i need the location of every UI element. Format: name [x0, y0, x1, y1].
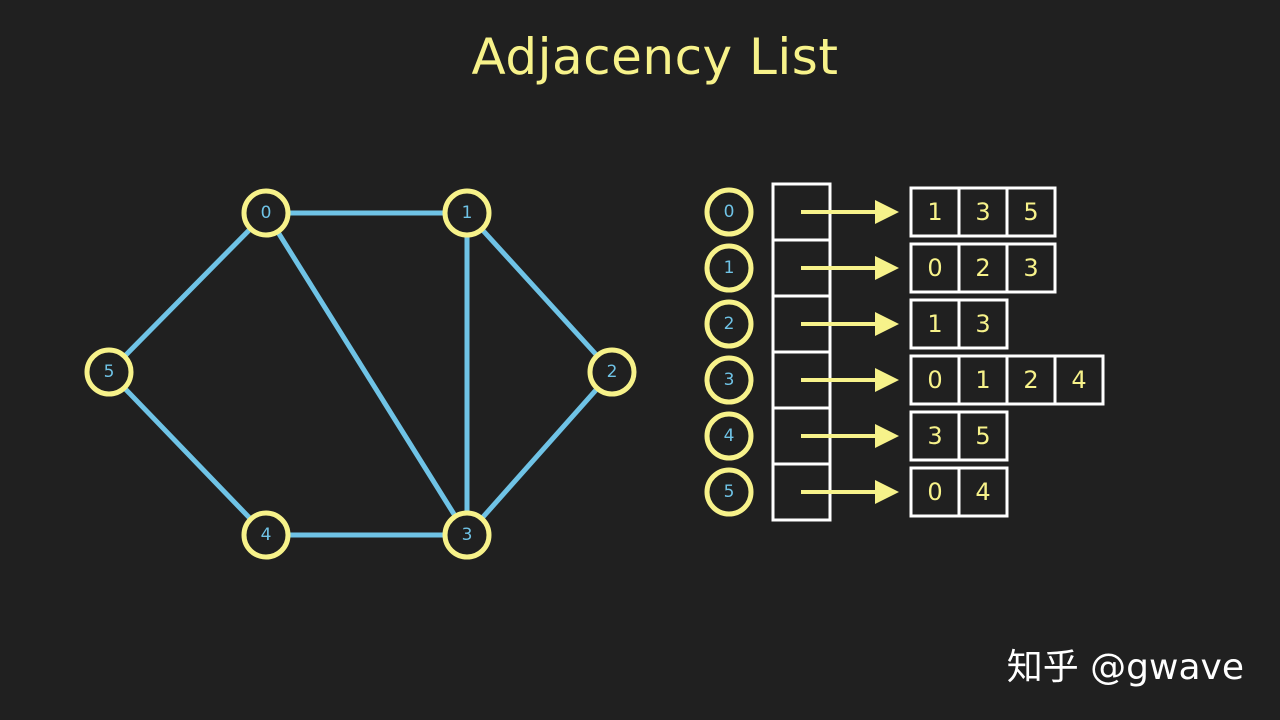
graph-node-1: 1	[442, 188, 492, 238]
vertex-index-label: 4	[724, 426, 735, 446]
neighbor-value: 1	[927, 198, 942, 226]
graph-edge-1-2	[465, 211, 614, 374]
vertex-index-circle	[704, 243, 754, 293]
graph-node-label: 2	[607, 362, 618, 382]
adjacency-row-1: 1 0 2 3	[704, 242, 1057, 294]
neighbor-value: 4	[975, 478, 990, 506]
vertex-index-circle	[704, 299, 754, 349]
vertex-index-circle	[704, 467, 754, 517]
neighbor-value: 3	[975, 198, 990, 226]
graph-node-0: 0	[241, 188, 291, 238]
adjacency-row-3: 3 0 1 2 4	[704, 354, 1105, 406]
graph-node-2: 2	[587, 347, 637, 397]
adjacency-row-4: 4 3 5	[704, 410, 1009, 462]
vertex-index-label: 5	[724, 482, 735, 502]
neighbor-value: 5	[975, 422, 990, 450]
graph-node-label: 3	[462, 525, 473, 545]
neighbor-value: 2	[975, 254, 990, 282]
neighbor-value: 0	[927, 254, 942, 282]
graph-node-4: 4	[241, 510, 291, 560]
graph-edge-2-3	[465, 370, 614, 537]
page-title: Adjacency List	[471, 28, 839, 86]
graph-node-circle	[241, 188, 291, 238]
neighbor-value: 5	[1023, 198, 1038, 226]
neighbor-cell	[1005, 242, 1057, 294]
graph-edge-4-5	[107, 370, 268, 537]
neighbor-cell	[1005, 186, 1057, 238]
vertex-index-circle	[704, 411, 754, 461]
neighbor-value: 3	[975, 310, 990, 338]
graph-node-label: 1	[462, 203, 473, 223]
graph-node-circle	[442, 188, 492, 238]
adjacency-array	[771, 182, 832, 522]
neighbor-value: 0	[927, 478, 942, 506]
graph-edge-0-5	[107, 211, 268, 374]
graph-node-circle	[241, 510, 291, 560]
neighbor-value: 3	[1023, 254, 1038, 282]
graph-node-circle	[84, 347, 134, 397]
neighbor-cell	[957, 466, 1009, 518]
graph-node-circle	[442, 510, 492, 560]
neighbor-value: 2	[1023, 366, 1038, 394]
vertex-index-label: 0	[724, 202, 735, 222]
neighbor-cell	[957, 298, 1009, 350]
graph-node-5: 5	[84, 347, 134, 397]
graph-edge-0-3	[263, 211, 470, 537]
graph-node-circle	[587, 347, 637, 397]
graph-node-label: 4	[261, 525, 272, 545]
vertex-index-label: 2	[724, 314, 735, 334]
graph-node-label: 0	[261, 203, 272, 223]
vertex-index-circle	[704, 355, 754, 405]
vertex-index-label: 3	[724, 370, 735, 390]
watermark: 知乎 @gwave	[1006, 647, 1244, 688]
vertex-index-circle	[704, 187, 754, 237]
neighbor-value: 4	[1071, 366, 1086, 394]
adjacency-row-0: 0 1 3 5	[704, 186, 1057, 238]
neighbor-value: 3	[927, 422, 942, 450]
neighbor-value: 1	[927, 310, 942, 338]
adjacency-row-5: 5 0 4	[704, 466, 1009, 518]
graph-nodes: 0 1 2 3 4 5	[84, 188, 637, 560]
neighbor-value: 1	[975, 366, 990, 394]
adjacency-row-2: 2 1 3	[704, 298, 1009, 350]
adjacency-rows: 0 1 3 5 1 0 2 3 2 1 3 3 0 1 2 4 4 3 5 5 0 4	[704, 186, 1105, 518]
neighbor-cell	[1053, 354, 1105, 406]
vertex-index-label: 1	[724, 258, 735, 278]
graph-edges	[107, 210, 614, 538]
graph-node-label: 5	[104, 362, 115, 382]
neighbor-value: 0	[927, 366, 942, 394]
neighbor-cell	[957, 410, 1009, 462]
graph-node-3: 3	[442, 510, 492, 560]
